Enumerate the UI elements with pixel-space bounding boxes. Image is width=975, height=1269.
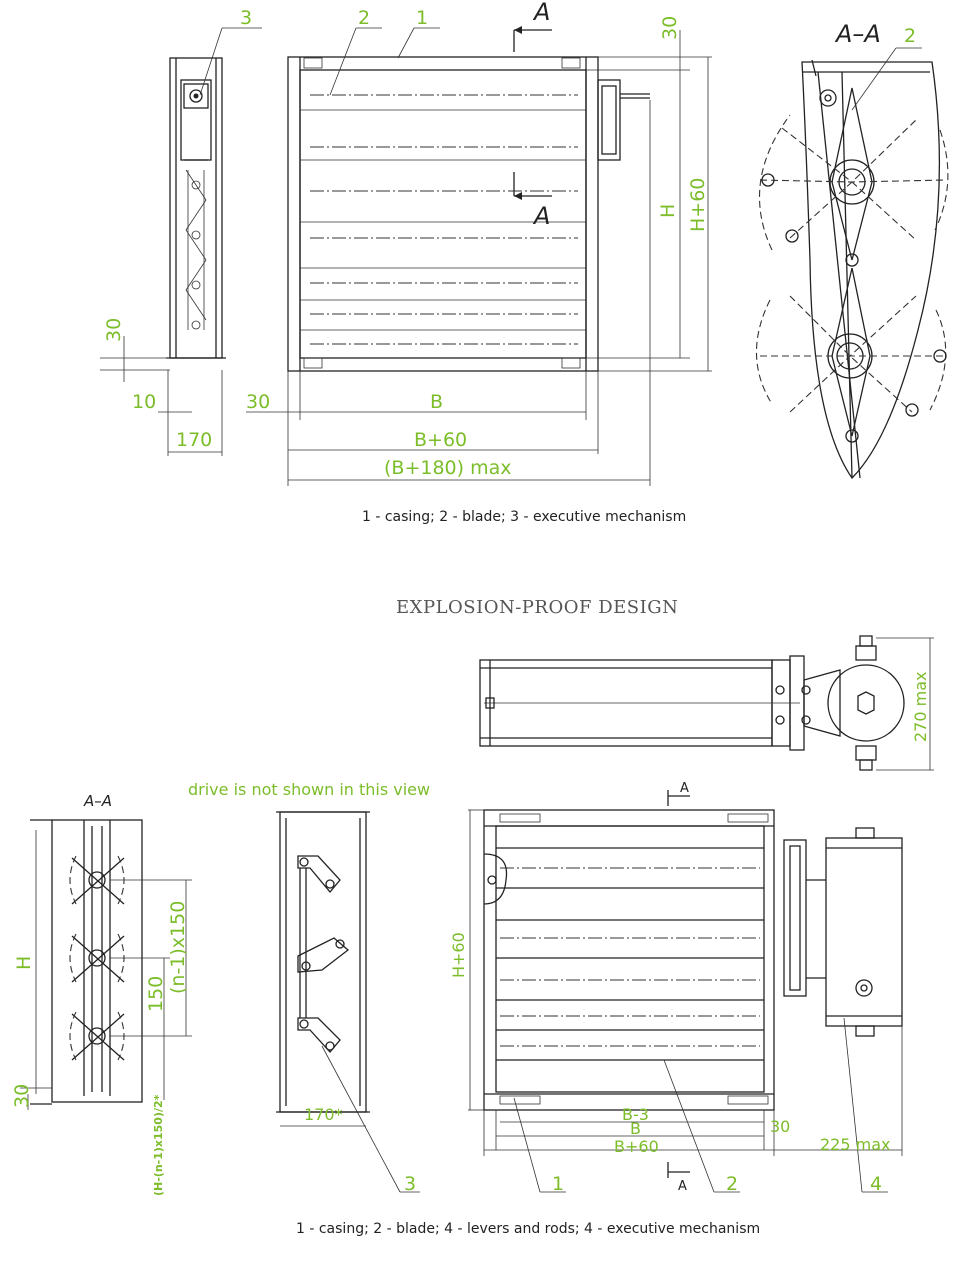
corner-bolts <box>303 57 581 369</box>
callout-3-top: 3 <box>240 7 252 29</box>
callout-1-bottom: 1 <box>552 1173 564 1195</box>
dim-n1x150: (n-1)x150 <box>167 901 189 994</box>
bottom-front-view <box>468 790 903 1193</box>
side-levers <box>185 169 207 330</box>
top-front-view <box>246 26 712 486</box>
note-drive-hidden: drive is not shown in this view <box>188 780 430 799</box>
dim-30-left: 30 <box>246 391 270 413</box>
dim-30-bottom: 30 <box>11 1084 33 1108</box>
dim-150: 150 <box>145 976 167 1012</box>
callout-2-section: 2 <box>904 25 916 47</box>
dim-10: 10 <box>132 391 156 413</box>
bottom-side-view <box>276 811 420 1193</box>
dim-30-top: 30 <box>659 16 681 40</box>
callout-4-bottom: 4 <box>870 1173 882 1195</box>
callout-3-bottom: 3 <box>404 1173 416 1195</box>
dim-270-max: 270 max <box>911 672 930 742</box>
top-section-aa <box>755 47 949 480</box>
labels: 3 30 10 170 2 1 A A 30 H H+60 30 B B+60 … <box>11 0 930 1237</box>
lower-blade <box>755 267 947 443</box>
dim-B3: B-3 <box>622 1105 649 1124</box>
section-title-bottom: A–A <box>83 792 112 810</box>
section-mark-top: A <box>532 0 550 26</box>
dim-30-front: 30 <box>770 1117 790 1136</box>
dim-B-bottom: B <box>630 1119 641 1138</box>
dim-B-top: B <box>430 391 443 413</box>
dim-formula: (H-(n-1)x150)/2* <box>152 1094 165 1196</box>
heading-explosion-proof: EXPLOSION-PROOF DESIGN <box>396 597 678 618</box>
section-mark-bottom-top: A <box>680 781 689 796</box>
dim-H-top: H <box>657 204 679 218</box>
dim-225-max: 225 max <box>820 1135 890 1154</box>
upper-blade <box>758 87 949 267</box>
dim-H60-top: H+60 <box>687 178 709 232</box>
dim-170-top: 170 <box>176 429 212 451</box>
dim-B60-bottom: B+60 <box>614 1137 659 1156</box>
dim-H-bottom: H <box>13 956 35 970</box>
dim-H60-bottom: H+60 <box>449 932 468 978</box>
caption-bottom: 1 - casing; 2 - blade; 4 - levers and ro… <box>296 1221 760 1237</box>
section-mark-bottom-bottom: A <box>678 1179 687 1194</box>
bottom-top-view <box>479 635 934 771</box>
section-title-top: A–A <box>834 20 881 48</box>
corner-bolt-groups <box>499 813 769 1105</box>
callout-1-top: 1 <box>416 7 428 29</box>
caption-top: 1 - casing; 2 - blade; 3 - executive mec… <box>362 509 686 525</box>
dim-B60-top: B+60 <box>414 429 467 451</box>
callout-2-top: 2 <box>358 7 370 29</box>
section-mark-mid: A <box>532 202 550 230</box>
bottom-section-aa <box>20 819 192 1110</box>
callout-2-bottom: 2 <box>726 1173 738 1195</box>
dim-B180: (B+180) max <box>384 457 511 479</box>
dim-30-side: 30 <box>103 318 125 342</box>
blade-lines <box>300 94 586 345</box>
top-side-view <box>100 27 262 456</box>
dim-170-star: 170* <box>304 1105 343 1124</box>
actuator-drive <box>597 79 650 161</box>
